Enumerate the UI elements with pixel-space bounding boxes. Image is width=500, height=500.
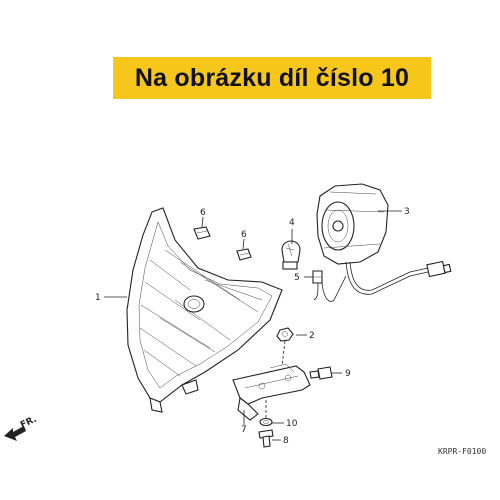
bracket bbox=[232, 363, 311, 421]
callout-10: 10 bbox=[286, 419, 298, 429]
callout-2: 2 bbox=[309, 331, 315, 341]
callout-4: 4 bbox=[289, 218, 295, 228]
callout-3: 3 bbox=[404, 207, 410, 217]
callout-6b: 6 bbox=[241, 230, 247, 240]
nut bbox=[276, 327, 294, 342]
wire-harness bbox=[313, 260, 452, 302]
clip-part-6b bbox=[236, 248, 252, 261]
part-number-banner: Na obrázku díl číslo 10 bbox=[113, 57, 431, 99]
clip-part-6a bbox=[193, 226, 211, 240]
callout-5: 5 bbox=[294, 273, 300, 283]
banner-text: Na obrázku díl číslo 10 bbox=[134, 63, 410, 92]
front-direction-label: FR. bbox=[19, 415, 38, 431]
bolt bbox=[309, 366, 333, 380]
screw bbox=[258, 429, 274, 448]
callout-7: 7 bbox=[241, 425, 247, 435]
front-direction-arrow-icon bbox=[4, 426, 26, 441]
diagram-code: KRPR-F0100 bbox=[438, 447, 486, 456]
bulb-socket bbox=[312, 270, 323, 284]
headlight-housing bbox=[316, 183, 389, 265]
callout-8: 8 bbox=[283, 436, 289, 446]
callout-6a: 6 bbox=[200, 208, 206, 218]
leader-lines bbox=[104, 210, 402, 441]
callout-1: 1 bbox=[95, 293, 101, 303]
headlight-lens bbox=[126, 207, 283, 413]
washer bbox=[259, 417, 273, 427]
callout-9: 9 bbox=[345, 369, 351, 379]
bulb bbox=[281, 240, 301, 270]
